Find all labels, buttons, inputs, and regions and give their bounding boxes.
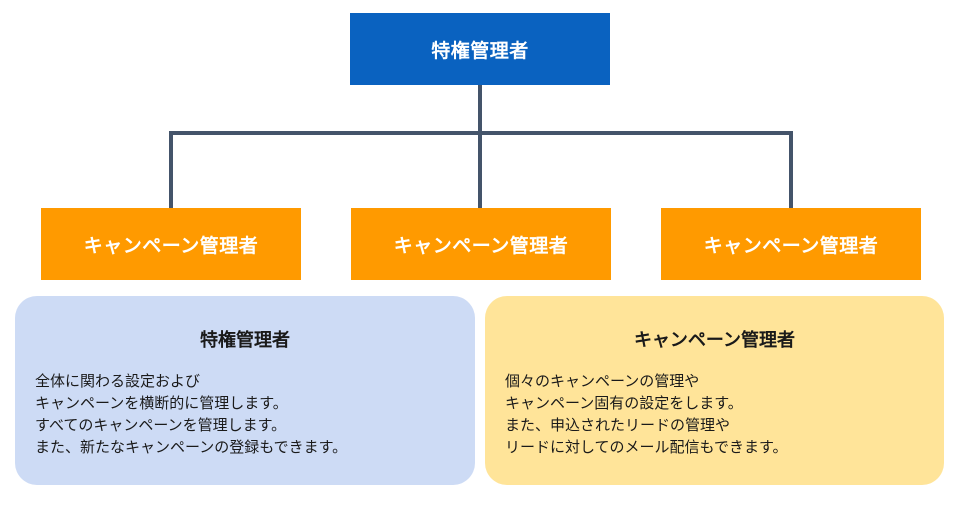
root-node-label: 特権管理者 — [431, 39, 529, 62]
child-node-label: キャンペーン管理者 — [393, 234, 569, 257]
campaign-admin-description-card: キャンペーン管理者 個々のキャンペーンの管理や キャンペーン固有の設定をします。… — [485, 296, 944, 485]
description-line: リードに対してのメール配信もできます。 — [505, 438, 788, 456]
description-line: また、新たなキャンペーンの登録もできます。 — [35, 438, 348, 456]
card-title: 特権管理者 — [200, 330, 290, 351]
child-node-campaign-admin-1: キャンペーン管理者 — [41, 208, 301, 280]
description-line: キャンペーンを横断的に管理します。 — [35, 394, 288, 412]
child-node-campaign-admin-3: キャンペーン管理者 — [661, 208, 921, 280]
card-title: キャンペーン管理者 — [633, 330, 796, 351]
description-line: また、申込されたリードの管理や — [505, 416, 731, 434]
child-node-campaign-admin-2: キャンペーン管理者 — [351, 208, 611, 280]
child-node-label: キャンペーン管理者 — [703, 234, 879, 257]
child-node-label: キャンペーン管理者 — [83, 234, 259, 257]
card-description: 全体に関わる設定および キャンペーンを横断的に管理します。 すべてのキャンペーン… — [35, 370, 347, 458]
description-line: すべてのキャンペーンを管理します。 — [35, 416, 287, 434]
privileged-admin-description-card: 特権管理者 全体に関わる設定および キャンペーンを横断的に管理します。 すべての… — [15, 296, 475, 485]
root-node-privileged-admin: 特権管理者 — [350, 13, 610, 85]
description-line: キャンペーン固有の設定をします。 — [505, 394, 743, 412]
description-line: 個々のキャンペーンの管理や — [505, 372, 700, 390]
description-line: 全体に関わる設定および — [35, 372, 201, 390]
card-description: 個々のキャンペーンの管理や キャンペーン固有の設定をします。 また、申込されたリ… — [505, 370, 787, 458]
